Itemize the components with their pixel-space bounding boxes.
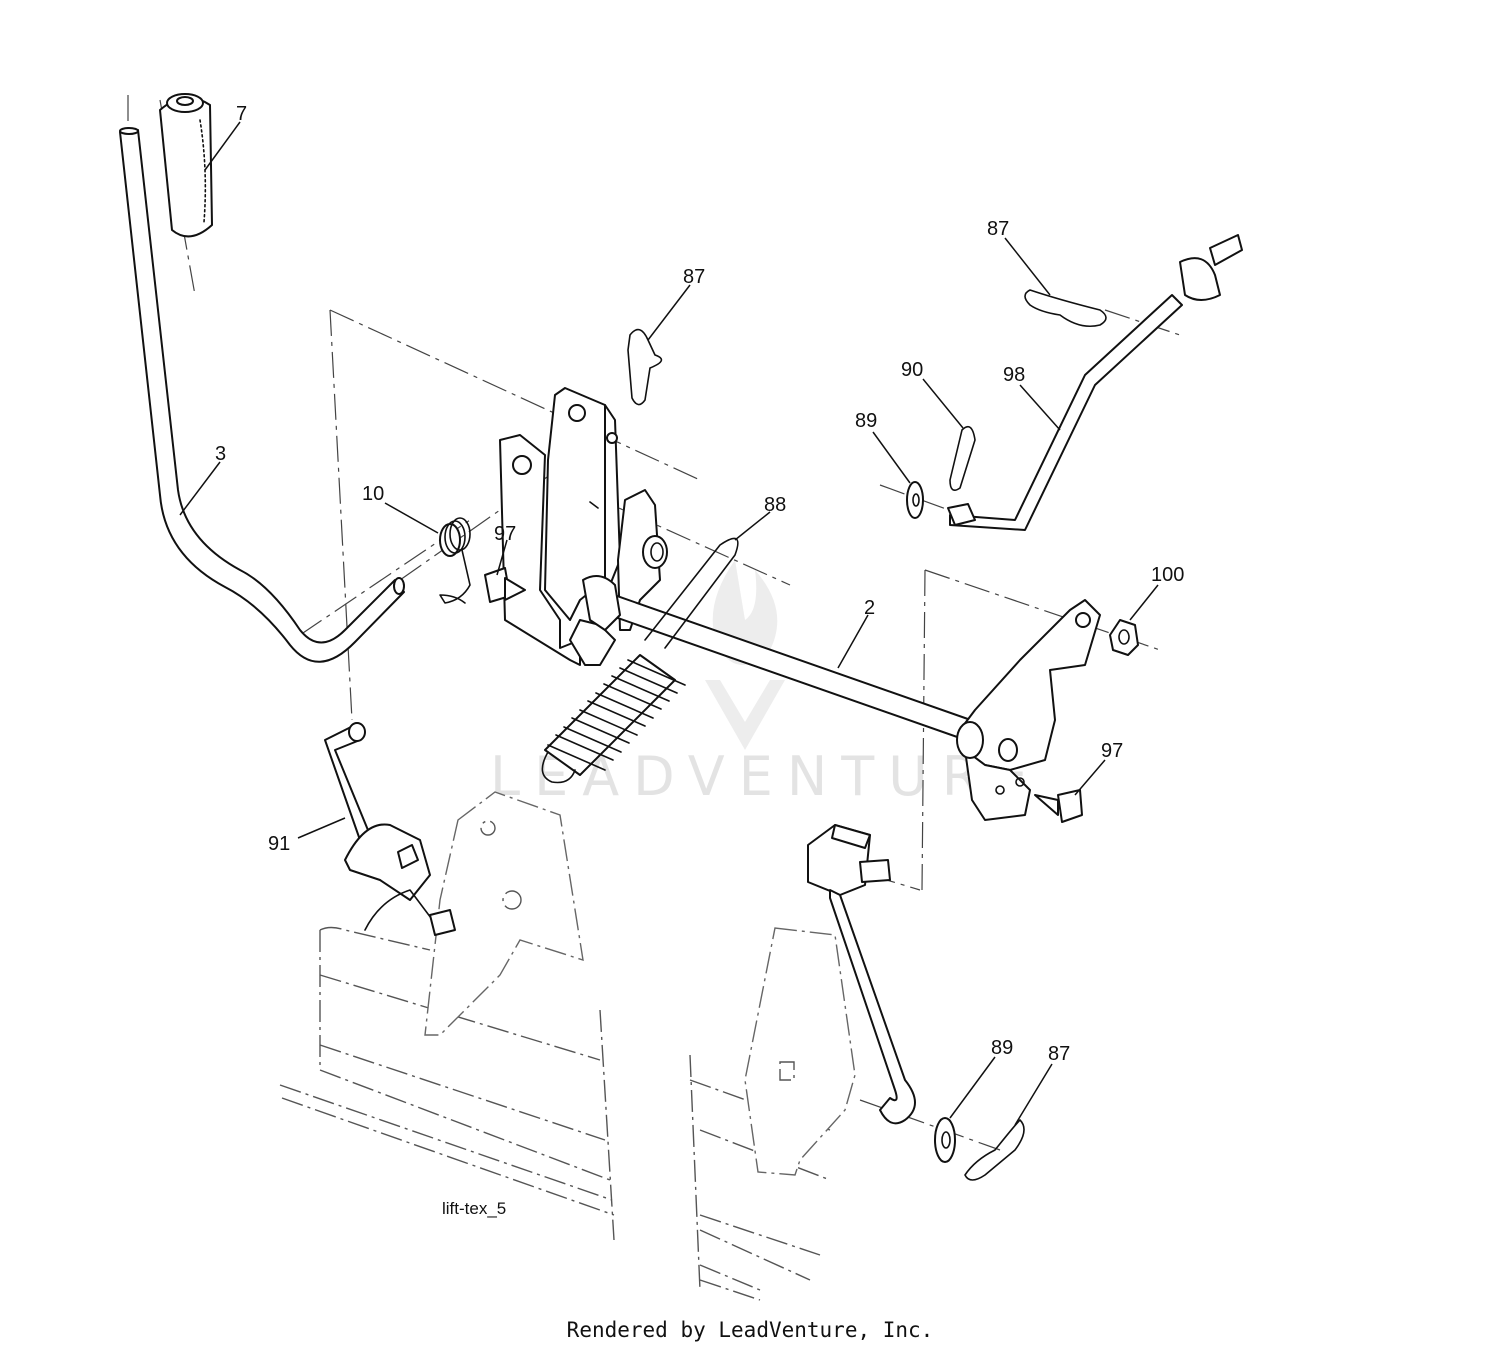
callout-87-lower: 87 <box>1048 1043 1070 1065</box>
callout-87-right: 87 <box>987 218 1009 240</box>
lift-bracket <box>499 387 668 666</box>
callout-10: 10 <box>362 483 384 505</box>
flange-bolt-lower <box>1034 789 1083 823</box>
flat-washer-lower <box>934 1117 956 1163</box>
callout-3: 3 <box>215 443 226 465</box>
flat-washer-upper <box>906 481 924 519</box>
callout-90: 90 <box>901 359 923 381</box>
callout-2: 2 <box>864 597 875 619</box>
lower-lift-link <box>324 722 456 936</box>
adjustment-rod-lower <box>807 824 916 1125</box>
hairpin-clip-right <box>1024 289 1107 328</box>
deck-ghost-outline <box>279 791 856 1301</box>
callout-100: 100 <box>1151 564 1184 586</box>
hairpin-clip-lower <box>964 1119 1025 1181</box>
flange-bolt-upper <box>484 567 526 603</box>
callout-89-lower: 89 <box>991 1037 1013 1059</box>
hex-nut <box>1109 619 1139 656</box>
callout-leader-lines <box>179 121 1159 1126</box>
callout-89-upper: 89 <box>855 410 877 432</box>
handle-grip <box>159 93 213 238</box>
lift-handle-rod <box>119 127 405 663</box>
callout-91: 91 <box>268 833 290 855</box>
spring-clip <box>949 425 976 491</box>
callout-97-lower: 97 <box>1101 740 1123 762</box>
render-credit-footer: Rendered by LeadVenture, Inc. <box>566 1318 934 1342</box>
adjustment-rod-upper <box>947 234 1243 531</box>
lift-shaft <box>569 575 986 746</box>
hairpin-clip-upper <box>627 328 663 406</box>
callout-97-upper: 97 <box>494 523 516 545</box>
drawing-reference-caption: lift-tex_5 <box>442 1199 506 1218</box>
torsion-spring <box>439 517 471 604</box>
lift-arm-right <box>956 599 1101 821</box>
callout-87-upper: 87 <box>683 266 705 288</box>
callout-98: 98 <box>1003 364 1025 386</box>
callout-7: 7 <box>236 103 247 125</box>
callout-88: 88 <box>764 494 786 516</box>
